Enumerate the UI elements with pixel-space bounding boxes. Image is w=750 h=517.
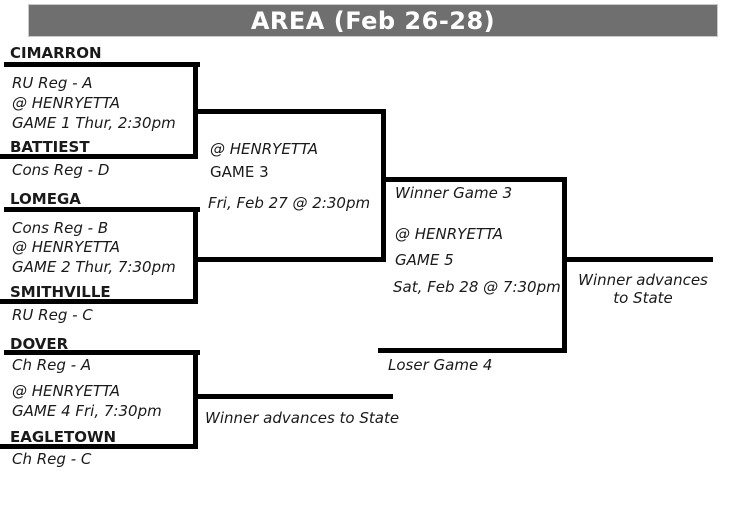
game4-venue: @ HENRYETTA: [12, 382, 121, 400]
page-title: AREA (Feb 26-28): [250, 6, 496, 35]
game1-schedule: GAME 1 Thur, 2:30pm: [12, 114, 176, 132]
game1-winner-connector: [193, 109, 386, 114]
lomega-underline: [4, 207, 200, 212]
battiest-underline: [0, 154, 198, 159]
game3-label: GAME 3: [210, 163, 269, 181]
team-region-eagletown: Ch Reg - C: [12, 450, 92, 468]
game2-winner-connector: [193, 257, 386, 262]
dover-underline: [4, 350, 200, 355]
game1-venue: @ HENRYETTA: [12, 94, 121, 112]
game5-bottom-source: Loser Game 4: [388, 356, 493, 374]
team-name-battiest: BATTIEST: [10, 138, 90, 156]
team-name-dover: DOVER: [10, 335, 69, 353]
game5-label: GAME 5: [395, 251, 454, 269]
game3-datetime: Fri, Feb 27 @ 2:30pm: [208, 194, 371, 212]
game5-top-source: Winner Game 3: [395, 184, 513, 202]
team-region-lomega: Cons Reg - B: [12, 219, 109, 237]
game5-venue: @ HENRYETTA: [395, 225, 504, 243]
game5-vertical: [562, 177, 567, 353]
team-name-eagletown: EAGLETOWN: [10, 428, 117, 446]
team-name-smithville: SMITHVILLE: [10, 283, 111, 301]
header-banner: AREA (Feb 26-28): [28, 4, 718, 37]
game3-winner-connector: [381, 177, 567, 182]
game4-schedule: GAME 4 Fri, 7:30pm: [12, 402, 162, 420]
state-advance-note-final: Winner advances to State: [578, 271, 708, 307]
team-region-dover: Ch Reg - A: [12, 356, 92, 374]
smithville-underline: [0, 299, 198, 304]
cimarron-underline: [4, 62, 200, 67]
game5-datetime: Sat, Feb 28 @ 7:30pm: [393, 278, 561, 296]
team-region-cimarron: RU Reg - A: [12, 74, 93, 92]
game5-winner-connector: [562, 257, 713, 262]
game3-vertical: [381, 109, 386, 262]
game2-schedule: GAME 2 Thur, 7:30pm: [12, 258, 176, 276]
game3-venue: @ HENRYETTA: [210, 140, 319, 158]
eagletown-underline: [0, 444, 198, 449]
team-region-smithville: RU Reg - C: [12, 306, 93, 324]
loser-game4-line: [378, 348, 567, 353]
state-advance-note-game4: Winner advances to State: [205, 409, 400, 427]
team-name-cimarron: CIMARRON: [10, 44, 102, 62]
game2-venue: @ HENRYETTA: [12, 238, 121, 256]
game2-vertical: [193, 207, 198, 304]
team-name-lomega: LOMEGA: [10, 190, 81, 208]
game4-vertical: [193, 350, 198, 449]
team-region-battiest: Cons Reg - D: [12, 161, 110, 179]
game4-winner-connector: [193, 394, 393, 399]
